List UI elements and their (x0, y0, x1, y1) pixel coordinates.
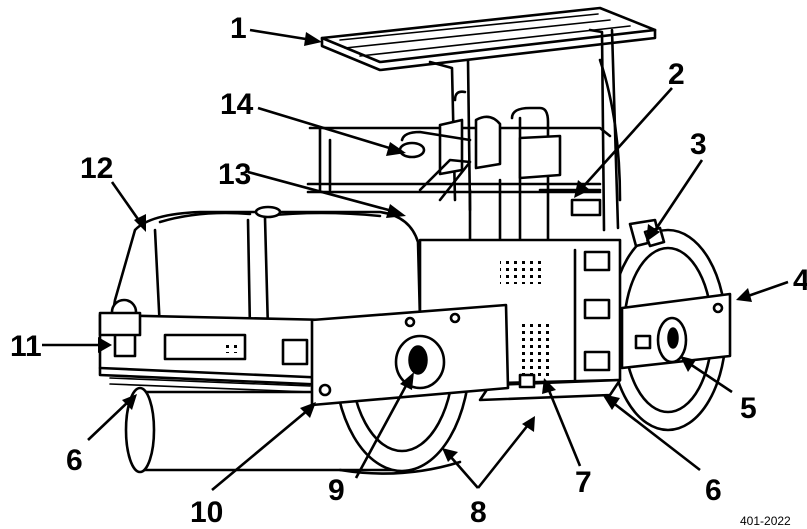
callout-2: 2 (668, 58, 685, 91)
engine-hood (108, 205, 422, 332)
callout-1: 1 (230, 12, 247, 45)
callout-12: 12 (80, 152, 113, 185)
callout-6b: 6 (705, 474, 722, 507)
callout-9: 9 (328, 474, 345, 507)
front-drum-yoke-plate (310, 303, 510, 407)
rear-drum-plate (620, 292, 732, 370)
callout-14: 14 (220, 88, 254, 121)
front-bumper (98, 311, 332, 393)
callout-10: 10 (190, 496, 223, 529)
callout-5: 5 (740, 392, 757, 425)
operator-platform (306, 106, 612, 242)
callout-8: 8 (470, 496, 487, 529)
figure-number: 401-2022 (740, 514, 791, 528)
callout-13: 13 (218, 158, 251, 191)
callout-11: 11 (10, 330, 42, 363)
callout-7: 7 (575, 466, 592, 499)
callout-3: 3 (690, 128, 707, 161)
rops-canopy (320, 6, 657, 232)
callout-4: 4 (793, 264, 807, 297)
callout-labels: 1 2 3 4 5 6 6 7 8 9 10 11 12 13 14 401-2… (10, 12, 807, 529)
leader-lines (42, 28, 789, 491)
callout-6a: 6 (66, 444, 83, 477)
